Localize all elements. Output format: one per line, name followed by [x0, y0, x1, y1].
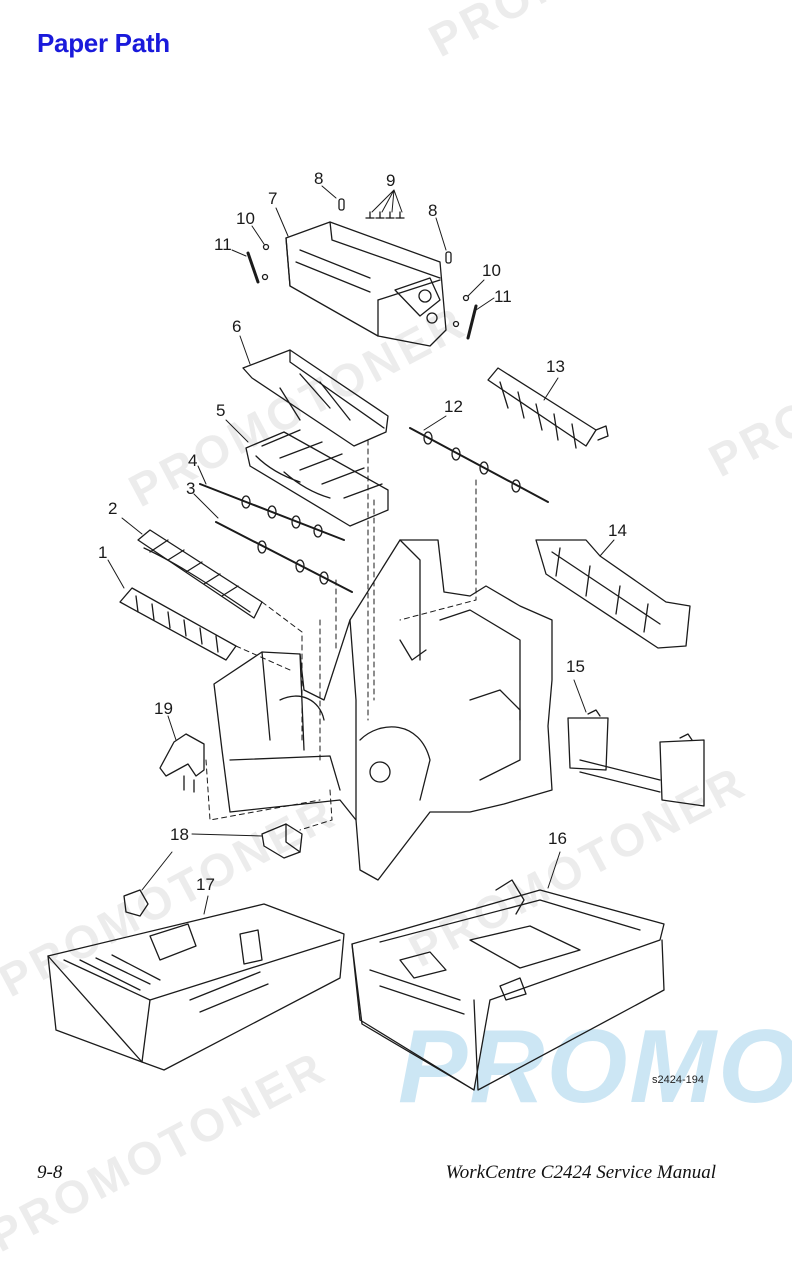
callout-16: 16 — [548, 830, 567, 847]
part-4-roller-shaft — [200, 484, 344, 540]
part-1-guide — [120, 588, 236, 660]
callout-5: 5 — [216, 402, 225, 419]
page-number: 9-8 — [37, 1162, 62, 1184]
callout-6: 6 — [232, 318, 241, 335]
part-14-rear-cover — [536, 540, 690, 648]
assembly-leader-lines — [206, 440, 476, 830]
part-3-roller-shaft — [216, 522, 352, 592]
manual-title: WorkCentre C2424 Service Manual — [446, 1162, 716, 1184]
callout-17: 17 — [196, 876, 215, 893]
part-6-upper-guide — [243, 350, 388, 446]
part-2-guide — [138, 530, 262, 618]
callout-10b: 10 — [482, 262, 501, 279]
part-19-bracket — [160, 734, 204, 792]
callout-1: 1 — [98, 544, 107, 561]
figure-id: s2424-194 — [652, 1074, 704, 1086]
part-15-frame — [568, 710, 704, 806]
callout-11a: 11 — [214, 236, 232, 253]
part-5-baffle — [246, 430, 388, 526]
part-17-paper-tray — [48, 904, 344, 1070]
part-18-sensor — [124, 824, 302, 916]
callout-8b: 8 — [428, 202, 437, 219]
callout-13: 13 — [546, 358, 565, 375]
part-11-belts — [248, 253, 476, 338]
chassis-frame — [214, 540, 552, 880]
part-7-exit-assembly — [286, 222, 446, 346]
part-10-washers — [263, 245, 469, 327]
callout-10a: 10 — [236, 210, 255, 227]
callout-19: 19 — [154, 700, 173, 717]
callout-2: 2 — [108, 500, 117, 517]
part-16-optional-tray — [352, 880, 664, 1090]
callout-18: 18 — [170, 826, 189, 843]
paper-path-exploded-diagram — [0, 0, 792, 1224]
callout-11b: 11 — [494, 288, 512, 305]
part-13-guide — [488, 368, 608, 448]
callout-8a: 8 — [314, 170, 323, 187]
callout-7: 7 — [268, 190, 277, 207]
part-9-fasteners — [366, 212, 404, 218]
callout-3: 3 — [186, 480, 195, 497]
callout-9: 9 — [386, 172, 395, 189]
callout-15: 15 — [566, 658, 585, 675]
callout-14: 14 — [608, 522, 627, 539]
callout-4: 4 — [188, 452, 197, 469]
part-12-roller-shaft — [410, 428, 548, 502]
callout-12: 12 — [444, 398, 463, 415]
